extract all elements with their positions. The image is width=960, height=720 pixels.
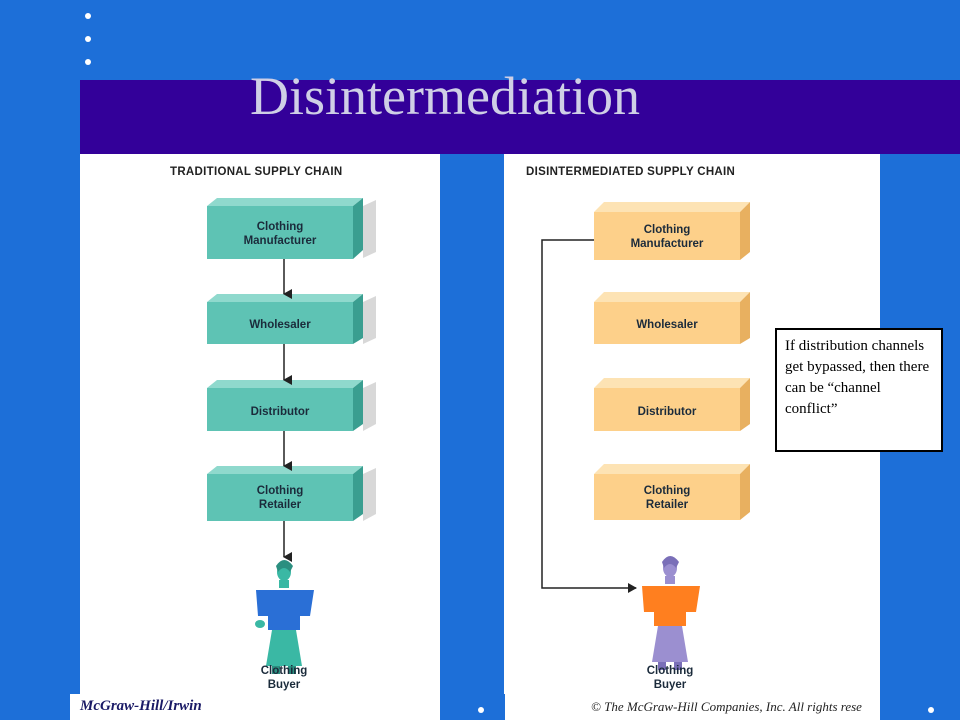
box-label-line1: Wholesaler xyxy=(636,319,698,331)
box-manufacturer: Clothing Manufacturer xyxy=(594,202,750,260)
box-distributor: Distributor xyxy=(594,378,750,431)
box-wholesaler: Wholesaler xyxy=(594,292,750,344)
box-wholesaler: Wholesaler xyxy=(207,294,376,344)
box-distributor: Distributor xyxy=(207,380,376,431)
buyer-label-line2: Buyer xyxy=(654,679,687,691)
bullet-dot xyxy=(85,36,91,42)
bullet-dot xyxy=(85,59,91,65)
traditional-diagram: Clothing Manufacturer Wholesaler Distrib… xyxy=(207,198,376,691)
channel-conflict-callout: If distribution channels get bypassed, t… xyxy=(775,328,943,452)
box-label-line1: Clothing xyxy=(257,221,304,233)
bullet-dot xyxy=(928,707,934,713)
box-label-line2: Manufacturer xyxy=(244,235,317,247)
box-label-line1: Clothing xyxy=(644,485,691,497)
copyright-label: © The McGraw-Hill Companies, Inc. All ri… xyxy=(591,699,862,714)
publisher-label: McGraw-Hill/Irwin xyxy=(80,698,202,714)
buyer-label-line1: Clothing xyxy=(261,665,308,677)
buyer-figure xyxy=(642,556,700,670)
traditional-panel: TRADITIONAL SUPPLY CHAIN Clothing Manufa… xyxy=(80,154,440,694)
box-label-line2: Manufacturer xyxy=(631,238,704,250)
disintermediated-heading: DISINTERMEDIATED SUPPLY CHAIN xyxy=(526,166,736,178)
buyer-label-line1: Clothing xyxy=(647,665,694,677)
buyer-figure xyxy=(255,560,314,674)
box-retailer: Clothing Retailer xyxy=(594,464,750,520)
box-label-line1: Distributor xyxy=(251,406,310,418)
box-label-line1: Wholesaler xyxy=(249,319,311,331)
bullet-dot xyxy=(478,707,484,713)
traditional-heading: TRADITIONAL SUPPLY CHAIN xyxy=(170,166,343,178)
bullet-dot xyxy=(85,13,91,19)
box-retailer: Clothing Retailer xyxy=(207,466,376,521)
title-band xyxy=(80,80,960,154)
box-label-line1: Clothing xyxy=(257,485,304,497)
buyer-label-line2: Buyer xyxy=(268,679,301,691)
footer-publisher: McGraw-Hill/Irwin xyxy=(70,694,440,720)
disintermediated-diagram: Clothing Manufacturer Wholesaler Distrib… xyxy=(541,202,750,691)
box-label-line1: Distributor xyxy=(638,406,697,418)
footer-copyright: © The McGraw-Hill Companies, Inc. All ri… xyxy=(505,694,880,720)
box-label-line1: Clothing xyxy=(644,224,691,236)
box-label-line2: Retailer xyxy=(259,499,302,511)
box-label-line2: Retailer xyxy=(646,499,689,511)
bypass-arrow xyxy=(541,239,637,593)
slide-title: Disintermediation xyxy=(250,66,640,126)
box-manufacturer: Clothing Manufacturer xyxy=(207,198,376,259)
